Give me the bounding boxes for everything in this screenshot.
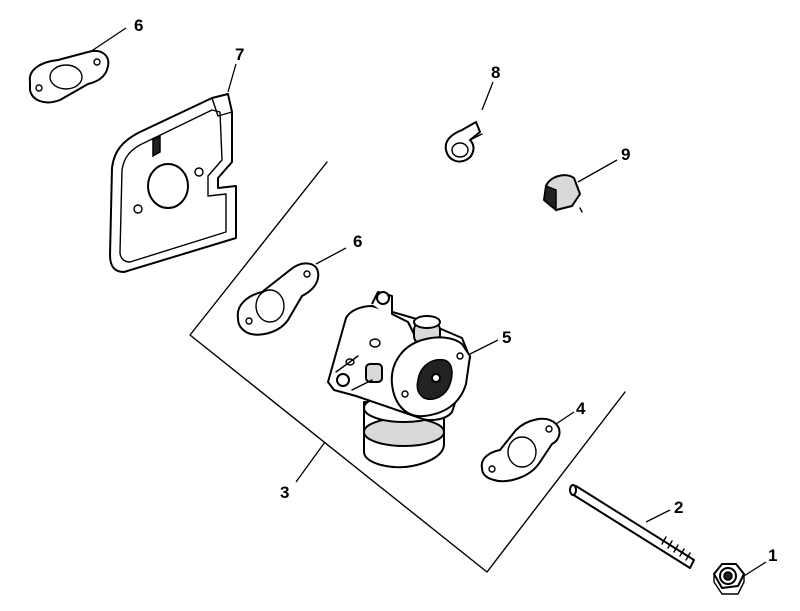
callout-leaders [89, 27, 767, 577]
flange-nut [713, 563, 745, 595]
callout-numbers: 6 7 8 9 6 5 4 3 2 1 [134, 16, 777, 565]
callout-3: 3 [280, 483, 289, 502]
plug-part [543, 174, 583, 213]
gasket-bottom [480, 417, 561, 483]
gasket-middle [236, 262, 320, 336]
callout-2: 2 [674, 498, 683, 517]
assembly-group-outline [189, 161, 626, 573]
gasket-top-left [28, 50, 110, 104]
callout-9: 9 [621, 145, 630, 164]
callout-7: 7 [235, 45, 244, 64]
fuel-line-clip [444, 121, 483, 163]
callout-8: 8 [491, 63, 500, 82]
callout-6-top: 6 [134, 16, 143, 35]
stud [569, 484, 695, 569]
callout-4: 4 [576, 399, 586, 418]
carburetor [327, 291, 471, 469]
callout-5: 5 [502, 328, 511, 347]
callout-6-middle: 6 [353, 232, 362, 251]
callout-1: 1 [768, 546, 777, 565]
air-cleaner-base [109, 93, 237, 273]
